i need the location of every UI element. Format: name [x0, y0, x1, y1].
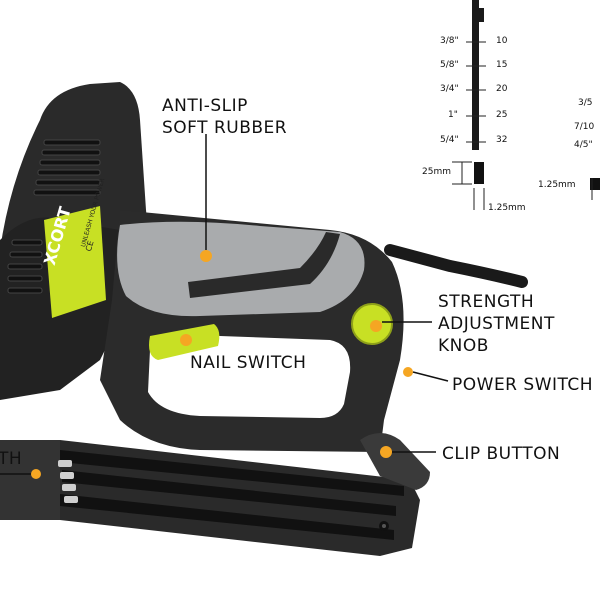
nail-mm-label: 15 [496, 60, 508, 70]
strength-line-3: KNOB [438, 336, 489, 356]
nail-thickness-label: 1.25mm [488, 203, 526, 213]
strength-line-2: ADJUSTMENT [438, 314, 555, 334]
clip-button-label: CLIP BUTTON [442, 444, 561, 464]
nail-width-label: 25mm [422, 167, 451, 177]
nail-inch-label: 5/4" [440, 135, 459, 145]
staple-size-label: 3/5 [578, 98, 593, 108]
nail-inch-label: 5/8" [440, 60, 459, 70]
nail-inch-label: 3/8" [440, 36, 459, 46]
nail-gun [0, 82, 528, 556]
strength-line-1: STRENGTH [438, 292, 535, 312]
left-cropped-label: TH [0, 449, 23, 469]
strength-knob-label: STRENGTH ADJUSTMENT KNOB [438, 291, 555, 357]
nail-inch-label: 1" [448, 110, 458, 120]
callout-markers [0, 134, 449, 479]
nail-inch-label: 3/4" [440, 84, 459, 94]
nail-diagram [452, 0, 486, 210]
staple-thickness-label: 1.25mm [538, 180, 576, 190]
anti-slip-line-1: ANTI-SLIP [162, 96, 248, 116]
staple-diagram [590, 178, 600, 200]
nail-mm-label: 20 [496, 84, 508, 94]
anti-slip-line-2: SOFT RUBBER [162, 118, 288, 138]
nail-mm-label: 32 [496, 135, 508, 145]
power-switch-label: POWER SWITCH [452, 375, 594, 395]
staple-size-label: 7/10 [574, 122, 595, 132]
staple-size-label: 4/5" [574, 140, 593, 150]
nail-switch-label: NAIL SWITCH [190, 353, 307, 373]
nail-mm-label: 10 [496, 36, 508, 46]
nail-mm-label: 25 [496, 110, 508, 120]
anti-slip-label: ANTI-SLIP SOFT RUBBER [162, 95, 287, 139]
